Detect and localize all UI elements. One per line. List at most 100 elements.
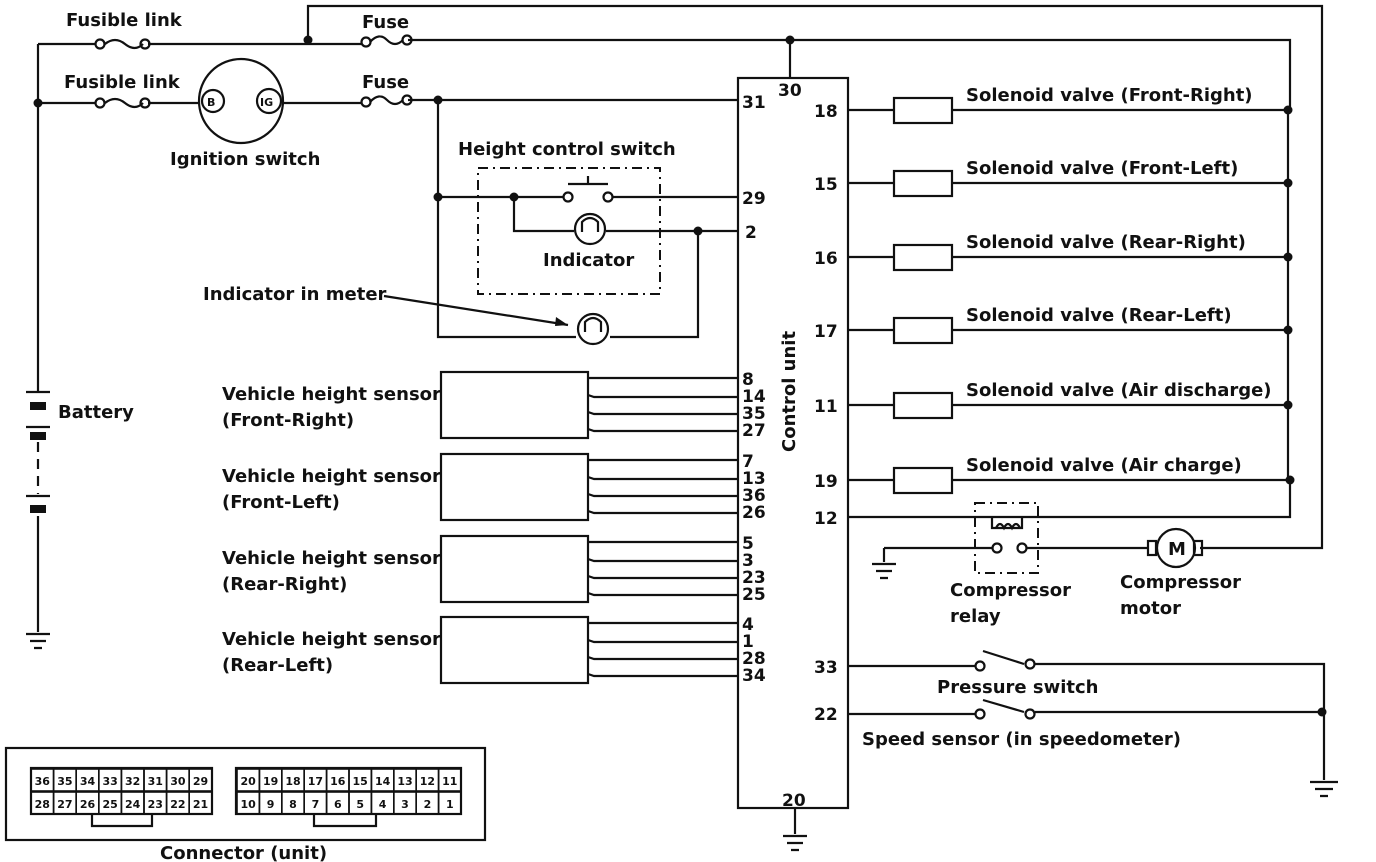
connector-pin: 34 <box>80 775 96 788</box>
connector-pin: 4 <box>379 798 387 811</box>
connector-pin: 14 <box>375 775 391 788</box>
compressor-relay-coil-icon <box>990 517 1024 531</box>
ground-icon <box>1310 780 1338 798</box>
pin-2: 2 <box>745 223 757 243</box>
sensor-box <box>439 615 590 685</box>
solenoid-pin: 19 <box>814 472 838 492</box>
height-control-wiring <box>436 100 738 339</box>
connector-pin: 16 <box>330 775 346 788</box>
pin-12: 12 <box>814 509 838 529</box>
leader-line <box>383 294 569 327</box>
sensor-pin: 27 <box>742 421 766 441</box>
ground-icon <box>783 834 807 852</box>
solenoid-pin: 18 <box>814 102 838 122</box>
connector-cell <box>188 768 213 792</box>
speed-sensor-label: Speed sensor (in speedometer) <box>862 729 1181 750</box>
compressor-relay-label: Compressor <box>950 580 1071 601</box>
ignition-ig-terminal: IG <box>260 96 273 109</box>
sensor-pin: 5 <box>742 534 754 554</box>
sensor-pin: 23 <box>742 568 766 588</box>
connector-cell <box>188 791 213 815</box>
connector-pin: 20 <box>241 775 257 788</box>
connector-pin: 33 <box>102 775 117 788</box>
sensor-wire <box>587 410 738 416</box>
connector-pin: 19 <box>263 775 278 788</box>
pin-33: 33 <box>814 658 838 678</box>
connector-pin: 32 <box>125 775 140 788</box>
sensor-pin: 8 <box>742 370 754 390</box>
solenoid-valve-icon <box>892 316 954 345</box>
vehicle-height-sensors: Vehicle height sensor(Front-Right)814352… <box>222 370 766 686</box>
sensor-sublabel: (Rear-Left) <box>222 655 333 676</box>
connector-pin: 13 <box>397 775 412 788</box>
ground-icon <box>26 632 50 650</box>
connector-pin: 23 <box>148 798 163 811</box>
connector-pin: 31 <box>148 775 163 788</box>
pin-31: 31 <box>742 93 766 113</box>
sensor-sublabel: (Rear-Right) <box>222 574 347 595</box>
solenoid-label: Solenoid valve (Front-Left) <box>966 158 1238 179</box>
ignition-switch-label: Ignition switch <box>170 149 320 170</box>
sensor-wire <box>587 638 738 644</box>
height-control-switch-boundary <box>477 167 661 295</box>
connector-pin: 8 <box>289 798 297 811</box>
connector-pin: 6 <box>334 798 342 811</box>
compressor-relay-label: relay <box>950 606 1001 627</box>
sensor-label: Vehicle height sensor <box>222 384 441 405</box>
pin-22: 22 <box>814 705 838 725</box>
solenoid-label: Solenoid valve (Air charge) <box>966 455 1242 476</box>
connector-pin: 11 <box>442 775 457 788</box>
fuse-label: Fuse <box>362 12 409 33</box>
height-control-switch-contact <box>562 176 614 203</box>
ignition-b-terminal: B <box>207 96 215 109</box>
fusible-link-symbol <box>94 97 151 109</box>
power-feed-wiring <box>36 4 1324 632</box>
indicator-label: Indicator <box>543 250 634 271</box>
solenoid-label: Solenoid valve (Rear-Right) <box>966 232 1246 253</box>
connector-pin: 27 <box>57 798 72 811</box>
pressure-switch-label: Pressure switch <box>937 677 1098 698</box>
compressor-relay-boundary <box>974 502 1039 574</box>
sensor-wire <box>587 574 738 580</box>
connector-pin: 30 <box>170 775 186 788</box>
control-unit-label: Control unit <box>779 331 800 452</box>
sensor-sublabel: (Front-Left) <box>222 492 340 513</box>
fuse-symbol <box>360 34 413 48</box>
control-unit-box <box>736 76 850 810</box>
sensor-box <box>439 452 590 522</box>
solenoid-valve-icon <box>892 243 954 272</box>
sensor-pin: 14 <box>742 387 766 407</box>
solenoid-valve-icon <box>892 391 954 420</box>
connector-key-tabs <box>90 814 378 828</box>
compressor-relay-contact <box>991 542 1028 554</box>
connector-pin: 28 <box>35 798 50 811</box>
sensor-pin: 1 <box>742 632 754 652</box>
sensor-label: Vehicle height sensor <box>222 466 441 487</box>
sensor-wire <box>587 672 738 678</box>
ground-icon <box>872 562 896 580</box>
connector-pin: 7 <box>312 798 320 811</box>
sensor-pin: 26 <box>742 503 766 523</box>
fusible-link-label: Fusible link <box>66 10 183 31</box>
sensor-wire <box>587 393 738 399</box>
solenoid-valve-icon <box>892 466 954 495</box>
connector-pin: 24 <box>125 798 141 811</box>
connector-pin: 3 <box>401 798 409 811</box>
battery-label: Battery <box>58 402 134 423</box>
connector-pin: 17 <box>308 775 323 788</box>
pin-12-wire <box>848 480 1292 519</box>
connector-pin: 21 <box>193 798 208 811</box>
compressor-motor-label: Compressor <box>1120 572 1241 593</box>
connector-pin: 36 <box>35 775 51 788</box>
connector-pin: 1 <box>446 798 454 811</box>
connector-pin: 12 <box>420 775 435 788</box>
connector-pin: 35 <box>57 775 72 788</box>
height-control-switch-label: Height control switch <box>458 139 676 160</box>
connector-pin: 15 <box>353 775 368 788</box>
connector-pin: 29 <box>193 775 208 788</box>
fusible-link-label: Fusible link <box>64 72 181 93</box>
solenoid-label: Solenoid valve (Air discharge) <box>966 380 1272 401</box>
sensor-wire <box>587 591 738 597</box>
connector-pin: 26 <box>80 798 96 811</box>
